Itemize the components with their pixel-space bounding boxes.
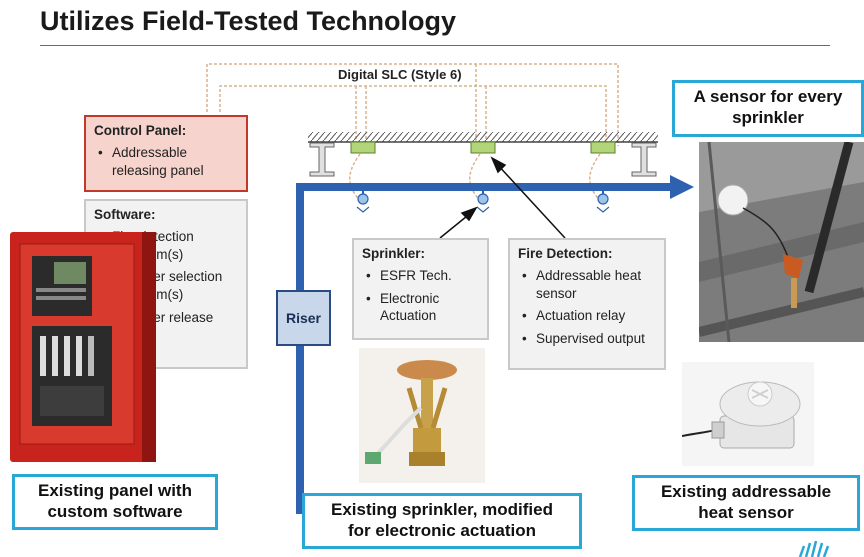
fire-detection-box: Fire Detection: Addressable heat sensor … xyxy=(508,238,666,370)
callout-existing-sensor: Existing addressable heat sensor xyxy=(632,475,860,531)
control-panel-box: Control Panel: Addressable releasing pan… xyxy=(84,115,248,192)
callout-existing-panel: Existing panel with custom software xyxy=(12,474,218,530)
i-beam-icon xyxy=(309,142,335,177)
callout-sensor-every-sprinkler: A sensor for every sprinkler xyxy=(672,80,864,137)
title-divider xyxy=(40,45,830,46)
list-item: Electronic Actuation xyxy=(366,290,479,326)
sensor-wires xyxy=(349,153,601,199)
sprinkler-box: Sprinkler: ESFR Tech. Electronic Actuati… xyxy=(352,238,489,340)
list-item: Supervised output xyxy=(522,330,656,348)
list-item: Addressable heat sensor xyxy=(522,267,656,303)
page-title: Utilizes Field-Tested Technology xyxy=(40,6,457,36)
control-panel-photo xyxy=(10,232,156,462)
list-item: ESFR Tech. xyxy=(366,267,479,285)
sprinkler-head-icon xyxy=(476,190,490,213)
fire-detection-heading: Fire Detection: xyxy=(518,246,613,261)
i-beam-icon xyxy=(631,142,657,177)
fire-detection-list: Addressable heat sensor Actuation relay … xyxy=(518,267,656,348)
ceiling-sensor-photo xyxy=(699,142,864,342)
heat-sensor-icon xyxy=(350,141,376,154)
control-panel-heading: Control Panel: xyxy=(94,123,187,138)
sprinkler-heading: Sprinkler: xyxy=(362,246,426,261)
heat-sensor-icon xyxy=(470,141,496,154)
control-panel-list: Addressable releasing panel xyxy=(94,144,238,180)
callout-existing-sprinkler: Existing sprinkler, modified for electro… xyxy=(302,493,582,549)
sprinkler-list: ESFR Tech. Electronic Actuation xyxy=(362,267,479,325)
sensor-pointer-arrow xyxy=(490,156,566,239)
list-item: Actuation relay xyxy=(522,307,656,325)
software-heading: Software: xyxy=(94,207,156,222)
list-item: Addressable releasing panel xyxy=(98,144,238,180)
pipe-arrow-icon xyxy=(296,175,694,514)
sprinkler-photo xyxy=(359,348,485,483)
sprinkler-pointer-arrow xyxy=(439,206,478,239)
slc-label: Digital SLC (Style 6) xyxy=(338,67,462,82)
sprinkler-head-icon xyxy=(596,190,610,213)
heat-sensor-icon xyxy=(590,141,616,154)
ceiling-deck xyxy=(308,132,658,143)
riser-label: Riser xyxy=(276,290,331,346)
sprinkler-head-icon xyxy=(356,190,370,213)
logo-icon xyxy=(798,540,830,557)
heat-sensor-photo xyxy=(682,362,814,466)
